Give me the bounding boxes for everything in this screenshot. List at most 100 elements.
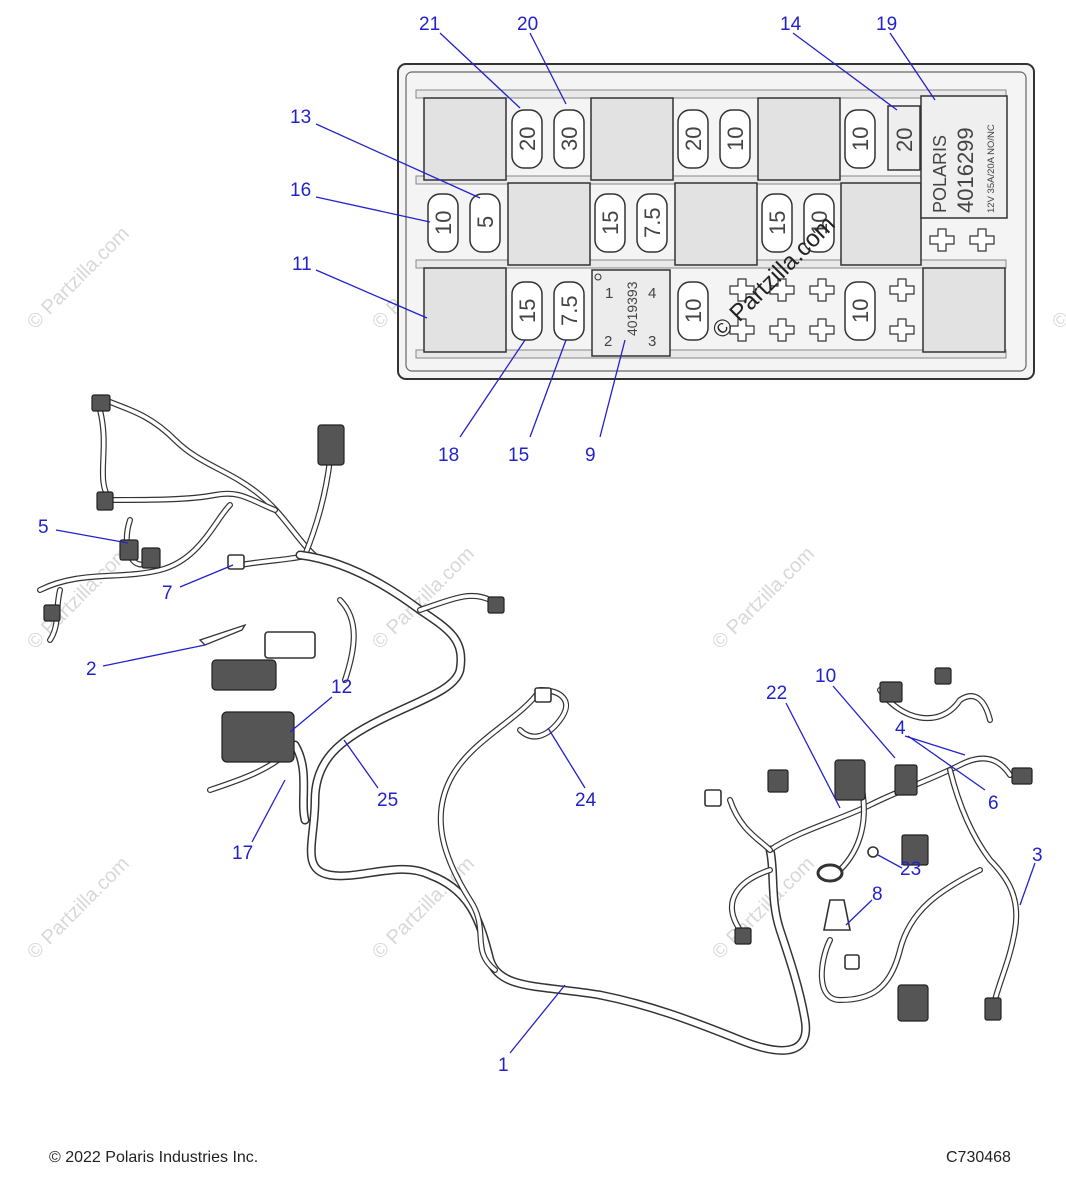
- fuse-label: 7.5: [557, 295, 582, 326]
- terminal-slots: [729, 228, 995, 342]
- connector: [91, 394, 111, 412]
- connector: [264, 631, 316, 659]
- connector: [897, 984, 929, 1022]
- callout-20: 20: [517, 14, 538, 35]
- copyright-notice: © 2022 Polaris Industries Inc.: [49, 1149, 259, 1166]
- watermark: © Partzilla.com: [1048, 223, 1066, 334]
- connector: [43, 604, 61, 622]
- watermark: © Partzilla.com: [23, 223, 134, 334]
- watermark: © Partzilla.com: [23, 853, 134, 964]
- connector: [1011, 767, 1033, 785]
- callout-9: 9: [585, 445, 596, 466]
- callout-14: 14: [780, 14, 802, 35]
- connector: [487, 596, 505, 614]
- callout-19: 19: [876, 14, 897, 35]
- fuse: 20: [887, 105, 921, 171]
- fuse-label: 10: [681, 299, 706, 323]
- connector: [534, 687, 552, 703]
- connector: [934, 667, 952, 685]
- callout-10: 10: [815, 666, 836, 687]
- callout-17: 17: [232, 843, 253, 864]
- fuse-label: 20: [681, 127, 706, 151]
- connector: [734, 927, 752, 945]
- fuse-label: 5: [473, 216, 498, 228]
- connector: [119, 539, 139, 561]
- relay-pin-1: 1: [605, 285, 613, 302]
- callout-22: 22: [766, 683, 787, 704]
- fuse: 10: [844, 281, 876, 341]
- fuse-label: 15: [515, 299, 540, 323]
- fuse: 15: [511, 281, 543, 341]
- callout-4: 4: [895, 718, 906, 739]
- callout-24: 24: [575, 790, 597, 811]
- fuse-label: 10: [848, 127, 873, 151]
- callout-3: 3: [1032, 845, 1043, 866]
- callout-2: 2: [86, 659, 97, 680]
- relay-pin-3: 3: [648, 333, 656, 350]
- fuse-label: 10: [807, 211, 832, 235]
- fuse-box-brand: POLARIS: [930, 135, 950, 213]
- connector: [221, 711, 295, 763]
- connector: [227, 554, 245, 570]
- watermark: © Partzilla.com: [23, 543, 134, 654]
- fuse-box-rating: 12V 35A/20A NO/NC: [986, 124, 997, 213]
- cable-tie: [198, 623, 247, 646]
- connector: [844, 954, 860, 970]
- relay-pin-2: 2: [604, 333, 612, 350]
- fuse-label: 15: [765, 211, 790, 235]
- screw: [867, 846, 879, 858]
- fuse-box-part-number: 4016299: [953, 127, 978, 213]
- relay-pin-4: 4: [648, 285, 656, 302]
- connector: [984, 997, 1002, 1021]
- fuse: 20: [677, 109, 709, 169]
- callout-15: 15: [508, 445, 529, 466]
- callout-12: 12: [331, 677, 352, 698]
- callout-13: 13: [290, 107, 311, 128]
- fuse: 20: [511, 109, 543, 169]
- watermark: © Partzilla.com: [708, 543, 819, 654]
- fuse-box: 1 2 3 4 4019393 POLARIS 4016299 12V 35A/…: [397, 63, 1035, 380]
- callout-1: 1: [498, 1055, 509, 1076]
- fuse: 7.5: [636, 193, 668, 253]
- connector: [834, 759, 866, 801]
- connector: [894, 764, 918, 796]
- callout-18: 18: [438, 445, 459, 466]
- callout-5: 5: [38, 517, 49, 538]
- connector: [96, 491, 114, 511]
- fuse-slots: 20 30 20 10 10 20: [427, 105, 921, 341]
- fuse: 15: [761, 193, 793, 253]
- connector: [141, 547, 161, 569]
- fuse: 5: [469, 193, 501, 253]
- connector: [704, 789, 722, 807]
- callout-21: 21: [419, 14, 440, 35]
- fuse: 15: [594, 193, 626, 253]
- connector: [211, 659, 277, 691]
- fuse: 10: [427, 193, 459, 253]
- callout-23: 23: [900, 859, 921, 880]
- connectors: [43, 394, 1033, 1022]
- connector: [901, 834, 929, 866]
- fuse-label: 10: [431, 211, 456, 235]
- callout-7: 7: [162, 583, 173, 604]
- callout-25: 25: [377, 790, 398, 811]
- fuse-label: 15: [598, 211, 623, 235]
- fuse-label: 7.5: [640, 207, 665, 238]
- callout-8: 8: [872, 884, 883, 905]
- diagram-code: C730468: [946, 1149, 1011, 1166]
- callout-16: 16: [290, 180, 311, 201]
- connector: [767, 769, 789, 793]
- main-harness: [37, 397, 1020, 1055]
- connector: [879, 681, 903, 703]
- grommet: [823, 899, 851, 931]
- callout-6: 6: [988, 793, 999, 814]
- relay-part-number: 4019393: [624, 281, 640, 336]
- fuse: 10: [677, 281, 709, 341]
- callout-labels: 21 20 14 19 13 16 11 18 15 9 5 7 2 12 25…: [38, 14, 1043, 1076]
- fuse: 30: [553, 109, 585, 169]
- fuse-label: 10: [848, 299, 873, 323]
- fuse-label: 20: [892, 128, 917, 152]
- leader-lines: [55, 32, 1036, 1054]
- callout-11: 11: [292, 254, 312, 275]
- fuse-label: 20: [515, 127, 540, 151]
